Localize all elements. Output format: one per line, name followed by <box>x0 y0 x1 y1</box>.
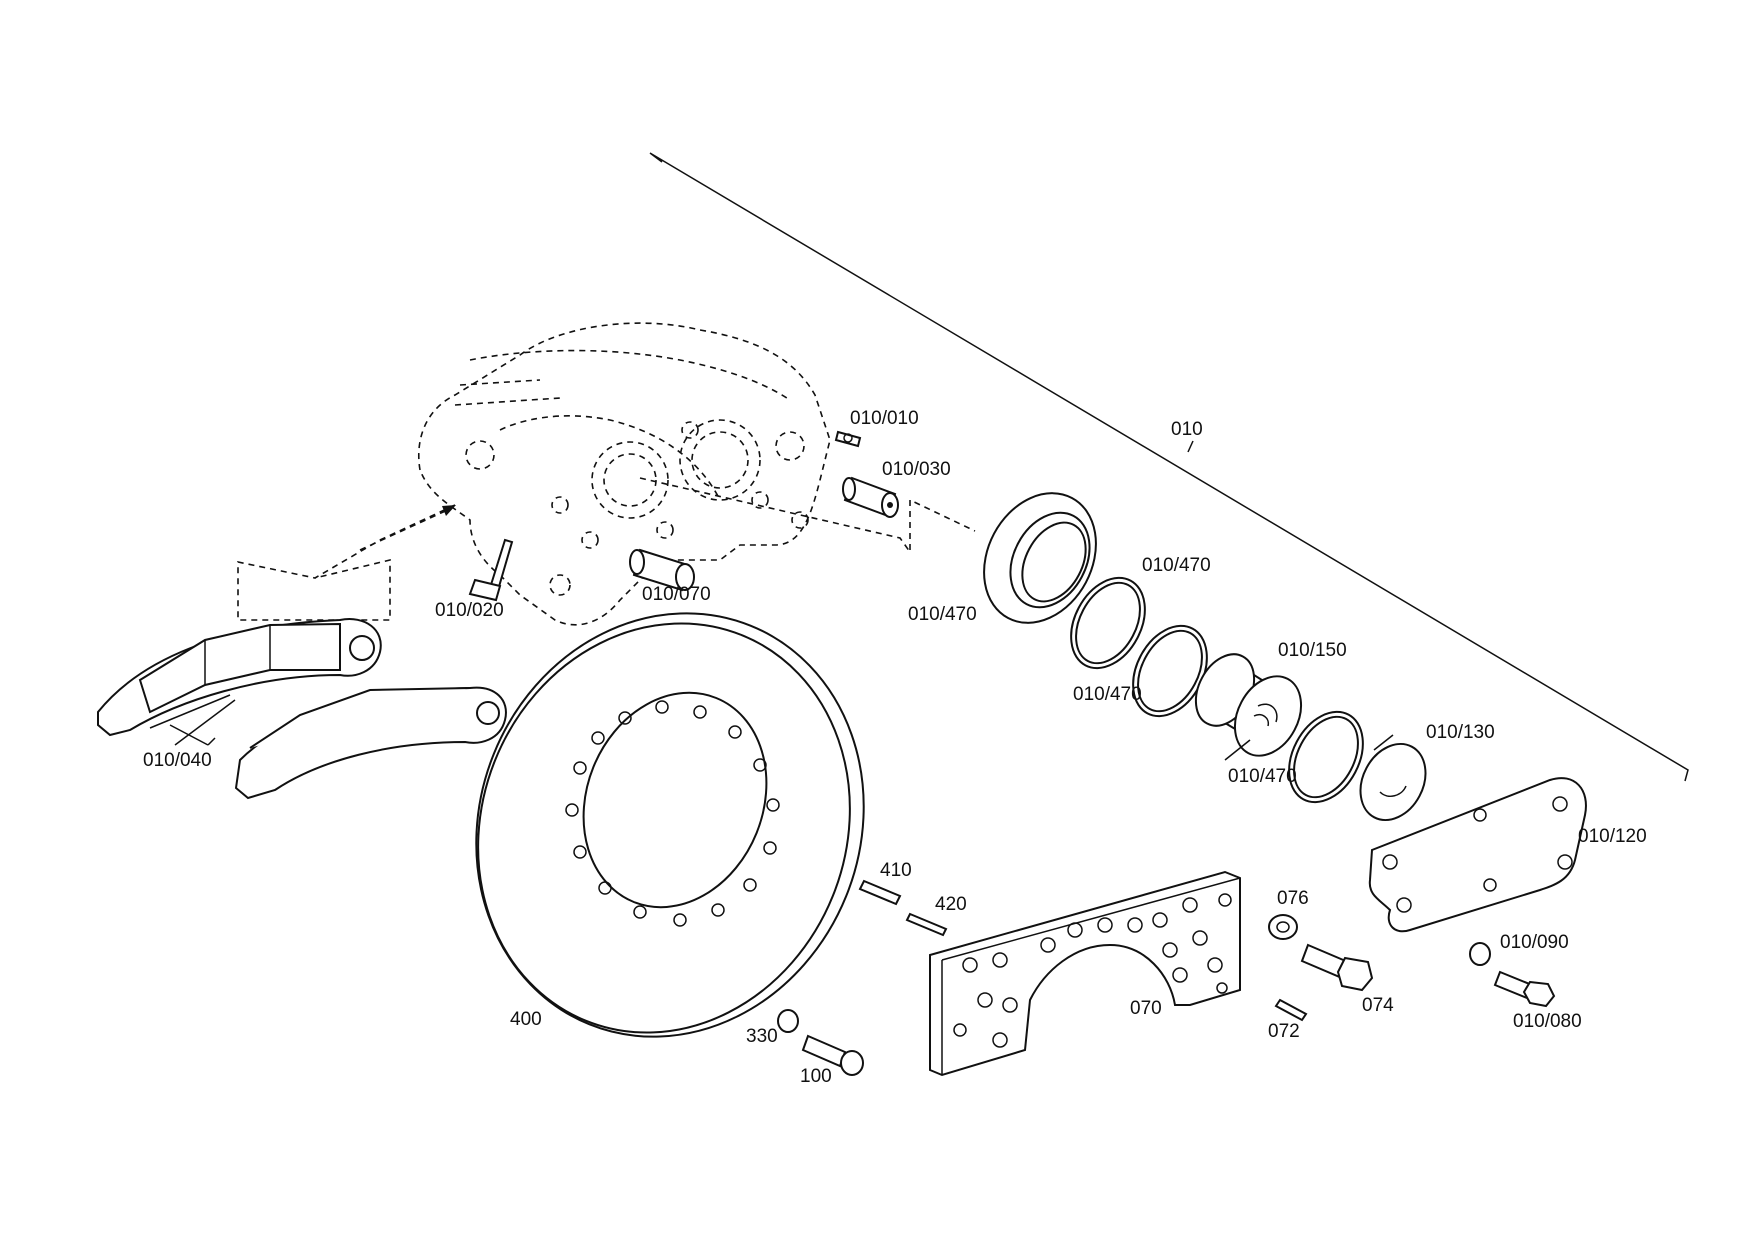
brake-pads <box>97 618 507 800</box>
bracket <box>929 870 1241 1077</box>
label-assembly: 010 <box>1171 419 1203 440</box>
label-caliper-bolt: 010/020 <box>435 600 504 621</box>
label-pin-072: 072 <box>1268 1021 1300 1042</box>
snap-ring-330 <box>777 1009 799 1033</box>
label-seal-d: 010/470 <box>1228 766 1297 787</box>
piston-cap <box>1359 742 1427 822</box>
piston <box>1194 653 1303 757</box>
label-pin-420: 420 <box>935 894 967 915</box>
label-piston-cap: 010/130 <box>1426 722 1495 743</box>
label-screw-080: 010/080 <box>1513 1011 1582 1032</box>
bushing-030 <box>842 476 899 518</box>
washer-090 <box>1469 942 1491 966</box>
cover-plate <box>1368 777 1587 933</box>
label-washer-076: 076 <box>1277 888 1309 909</box>
screw-080 <box>1493 970 1556 1008</box>
washer-076 <box>1268 914 1298 940</box>
seals <box>983 492 1364 804</box>
assembly-bracket-line <box>649 152 1689 782</box>
pin-420 <box>905 912 948 937</box>
label-pads: 010/040 <box>143 750 212 771</box>
label-piston: 010/150 <box>1278 640 1347 661</box>
label-bolt-074: 074 <box>1362 995 1394 1016</box>
caliper-bolt <box>468 538 514 602</box>
pin-072 <box>1274 998 1308 1022</box>
pin-410 <box>858 879 902 906</box>
bolt-074 <box>1300 943 1374 992</box>
label-seal-c: 010/470 <box>1073 684 1142 705</box>
bushing-070 <box>629 548 695 592</box>
label-seal-b: 010/470 <box>1142 555 1211 576</box>
label-bushing-030: 010/030 <box>882 459 951 480</box>
caliper-housing <box>237 322 976 626</box>
leader-lines <box>169 724 1394 761</box>
label-bracket: 070 <box>1130 998 1162 1019</box>
label-seal-a: 010/470 <box>908 604 977 625</box>
brake-disc <box>475 612 865 1038</box>
label-washer-090: 010/090 <box>1500 932 1569 953</box>
label-snap-ring: 330 <box>746 1026 778 1047</box>
bolt-100 <box>801 1034 864 1076</box>
label-bushing-070: 010/070 <box>642 584 711 605</box>
bleeder-screw <box>834 430 862 448</box>
part-labels: 010 010/010 010/030 010/020 010/070 010/… <box>143 408 1647 1087</box>
label-disc: 400 <box>510 1009 542 1030</box>
label-pin-410: 410 <box>880 860 912 881</box>
label-cover-plate: 010/120 <box>1578 826 1647 847</box>
label-bleeder-screw: 010/010 <box>850 408 919 429</box>
label-bolt-100: 100 <box>800 1066 832 1087</box>
